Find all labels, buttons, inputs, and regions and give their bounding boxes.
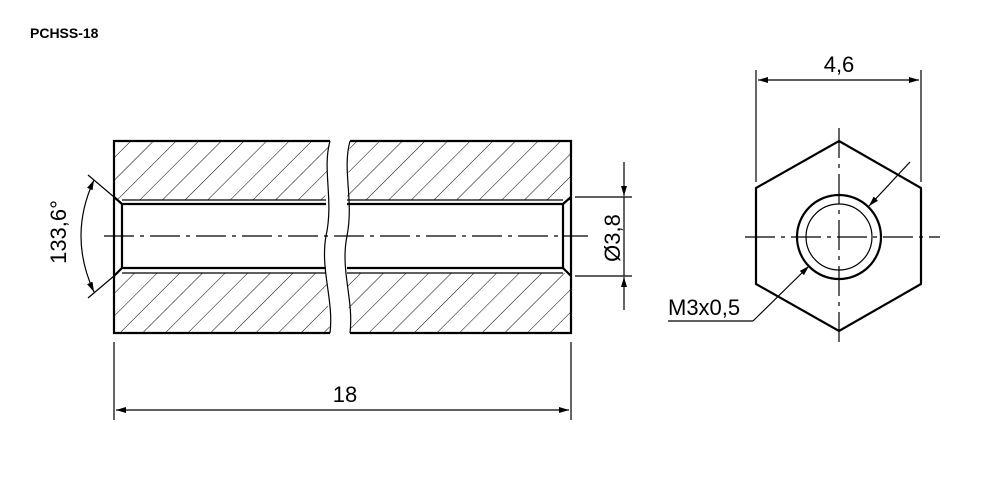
outline-left [112, 139, 330, 335]
hatched-wall-bottom-right [347, 273, 571, 333]
thread-leader-inner [868, 161, 911, 207]
hatched-wall-top-left [114, 141, 330, 200]
angle-ext-top [87, 174, 115, 198]
hex-width-label: 4,6 [824, 52, 855, 77]
part-number-title: PCHSS-18 [30, 25, 99, 41]
length-dimension: 18 [113, 342, 572, 420]
length-label: 18 [333, 382, 357, 407]
outline-right [350, 139, 573, 335]
chamfer-angle-dimension: 133,6° [46, 174, 115, 299]
thread-leader [752, 265, 810, 322]
hatched-wall-top-right [347, 141, 571, 200]
hex-width-dimension: 4,6 [755, 52, 922, 182]
thread-label: M3x0,5 [668, 295, 740, 320]
bore-diameter-dimension: Ø3,8 [575, 162, 632, 310]
side-section-view [104, 139, 588, 335]
angle-arc [80, 179, 95, 293]
angle-ext-bottom [87, 275, 115, 299]
hatched-wall-bottom-left [114, 273, 330, 333]
hex-end-view [745, 128, 940, 345]
chamfer-angle-label: 133,6° [46, 200, 71, 264]
bore-diameter-label: Ø3,8 [600, 214, 625, 262]
thread-callout: M3x0,5 [668, 161, 911, 322]
